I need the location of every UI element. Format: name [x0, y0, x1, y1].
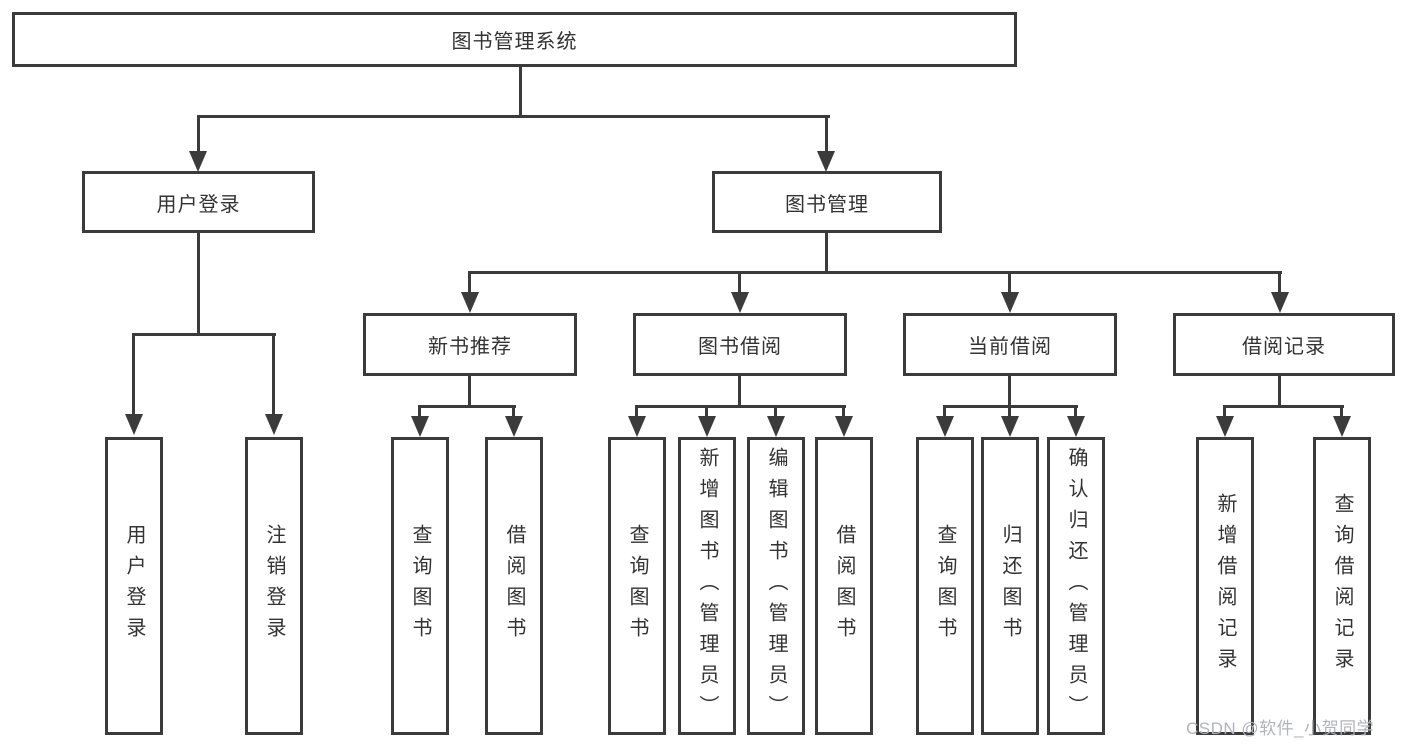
- leaf-add-book-admin-label: 新增图书（管理员）: [696, 446, 718, 726]
- node-book-management: 图书管理: [712, 171, 942, 233]
- leaf-return-book-label: 归还图书: [999, 524, 1021, 648]
- arrow-down-icon: [767, 416, 785, 437]
- arrow-down-icon: [1271, 292, 1289, 313]
- node-borrow-record: 借阅记录: [1173, 313, 1395, 376]
- connector-arrow-stem-book-mgmt: [825, 115, 828, 155]
- connector-book-borrow-hline: [635, 405, 846, 408]
- connector-arrow-stem: [774, 405, 777, 421]
- connector-level3-hline: [468, 271, 1282, 274]
- leaf-borrow-book-recommend-label: 借阅图书: [503, 524, 525, 648]
- connector-book-borrow-stem: [738, 376, 741, 408]
- node-borrow-record-label: 借阅记录: [1242, 336, 1326, 358]
- connector-book-mgmt-stem: [825, 233, 828, 274]
- connector-arrow-stem: [1008, 405, 1011, 421]
- leaf-confirm-return-admin: 确认归还（管理员）: [1047, 437, 1105, 735]
- arrow-down-icon: [731, 292, 749, 313]
- node-user-login: 用户登录: [82, 171, 315, 233]
- connector-arrow-stem-borrow-record: [1278, 271, 1281, 297]
- node-root: 图书管理系统: [12, 12, 1017, 67]
- arrow-down-icon: [265, 414, 283, 435]
- arrow-down-icon: [936, 416, 954, 437]
- connector-arrow-stem: [705, 405, 708, 421]
- arrow-down-icon: [817, 151, 835, 172]
- connector-arrow-stem-book-borrow: [738, 271, 741, 297]
- leaf-add-borrow-record-label: 新增借阅记录: [1214, 493, 1236, 679]
- connector-arrow-stem-current-borrow: [1008, 271, 1011, 297]
- connector-user-login-stem: [197, 233, 200, 336]
- connector-arrow-stem-leaf-login: [132, 333, 135, 415]
- node-current-borrow: 当前借阅: [903, 313, 1117, 376]
- arrow-down-icon: [461, 292, 479, 313]
- arrow-down-icon: [1001, 292, 1019, 313]
- arrow-down-icon: [1067, 416, 1085, 437]
- arrow-down-icon: [1216, 416, 1234, 437]
- leaf-add-borrow-record: 新增借阅记录: [1196, 437, 1254, 735]
- node-user-login-label: 用户登录: [156, 193, 241, 216]
- leaf-user-login: 用户登录: [105, 437, 163, 735]
- connector-arrow-stem: [1074, 405, 1077, 421]
- arrow-down-icon: [1001, 416, 1019, 437]
- leaf-logout: 注销登录: [245, 437, 303, 735]
- leaf-edit-book-admin-label: 编辑图书（管理员）: [765, 446, 787, 726]
- connector-arrow-stem: [842, 405, 845, 421]
- leaf-query-book-current-label: 查询图书: [934, 524, 956, 648]
- connector-arrow-stem-new-book: [468, 271, 471, 297]
- leaf-query-book-borrow: 查询图书: [608, 437, 666, 735]
- node-book-management-label: 图书管理: [785, 193, 869, 216]
- connector-root-stem: [519, 67, 522, 117]
- connector-borrow-record-stem: [1278, 376, 1281, 408]
- connector-arrow-stem: [1340, 405, 1343, 421]
- node-new-book-recommend-label: 新书推荐: [428, 336, 512, 358]
- connector-borrow-record-hline: [1223, 405, 1344, 408]
- csdn-watermark: CSDN @软件_小贺同学: [1186, 719, 1375, 738]
- leaf-query-book-recommend-label: 查询图书: [409, 524, 431, 648]
- leaf-borrow-book-label: 借阅图书: [833, 524, 855, 648]
- connector-current-borrow-stem: [1008, 376, 1011, 408]
- leaf-query-book-current: 查询图书: [916, 437, 974, 735]
- leaf-query-book-recommend: 查询图书: [391, 437, 449, 735]
- leaf-query-book-borrow-label: 查询图书: [626, 524, 648, 648]
- leaf-confirm-return-admin-label: 确认归还（管理员）: [1065, 446, 1087, 726]
- arrow-down-icon: [125, 414, 143, 435]
- leaf-add-book-admin: 新增图书（管理员）: [678, 437, 736, 735]
- arrow-down-icon: [835, 416, 853, 437]
- node-book-borrow-label: 图书借阅: [698, 336, 782, 358]
- arrow-down-icon: [628, 416, 646, 437]
- connector-level2-hline: [197, 115, 830, 118]
- node-root-label: 图书管理系统: [451, 31, 578, 53]
- node-current-borrow-label: 当前借阅: [968, 336, 1052, 358]
- connector-arrow-stem: [512, 405, 515, 421]
- leaf-query-borrow-record-label: 查询借阅记录: [1331, 493, 1353, 679]
- connector-arrow-stem: [418, 405, 421, 421]
- leaf-query-borrow-record: 查询借阅记录: [1313, 437, 1371, 735]
- connector-arrow-stem-leaf-logout: [272, 333, 275, 415]
- connector-arrow-stem-user-login: [197, 115, 200, 155]
- leaf-logout-label: 注销登录: [263, 524, 285, 648]
- arrow-down-icon: [698, 416, 716, 437]
- arrow-down-icon: [1333, 416, 1351, 437]
- arrow-down-icon: [505, 416, 523, 437]
- leaf-edit-book-admin: 编辑图书（管理员）: [747, 437, 805, 735]
- connector-arrow-stem: [1223, 405, 1226, 421]
- leaf-borrow-book: 借阅图书: [815, 437, 873, 735]
- connector-new-book-stem: [468, 376, 471, 408]
- arrow-down-icon: [411, 416, 429, 437]
- arrow-down-icon: [189, 151, 207, 172]
- leaf-user-login-label: 用户登录: [123, 524, 145, 648]
- node-book-borrow: 图书借阅: [633, 313, 847, 376]
- connector-arrow-stem: [635, 405, 638, 421]
- connector-arrow-stem: [943, 405, 946, 421]
- connector-new-book-hline: [418, 405, 516, 408]
- leaf-borrow-book-recommend: 借阅图书: [485, 437, 543, 735]
- connector-user-login-hline: [132, 333, 276, 336]
- leaf-return-book: 归还图书: [981, 437, 1039, 735]
- node-new-book-recommend: 新书推荐: [363, 313, 577, 376]
